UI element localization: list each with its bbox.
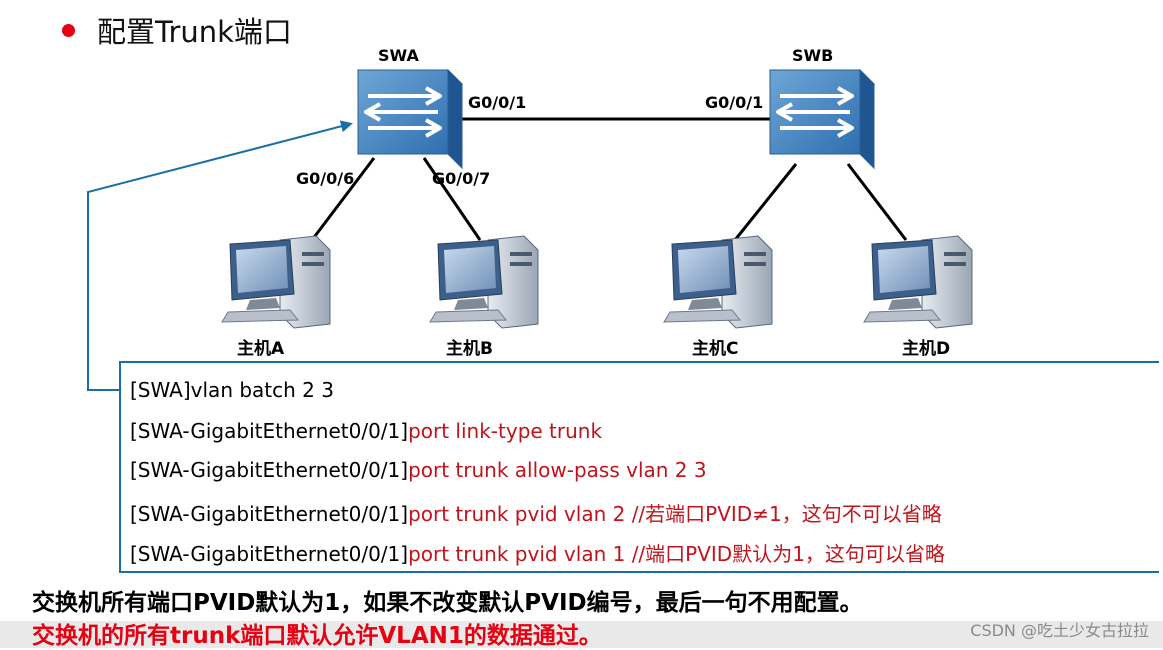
switch-swb-icon [768,68,876,170]
host-c-computer-icon [663,235,773,329]
bullet-dot-icon [62,23,75,37]
switch-swa-icon [356,68,464,170]
host-a-computer-icon [221,235,331,329]
link-swa-hosta [310,157,376,241]
slide-title: 配置Trunk端口 [97,15,292,49]
command-prefix: [SWA]vlan batch 2 3 [130,378,334,402]
command-text: port trunk pvid vlan 2 //若端口PVID≠1，这句不可以… [408,502,942,526]
slide-title-row: 配置Trunk端口 [62,10,292,50]
command-line: [SWA-GigabitEthernet0/0/1]port trunk all… [130,458,707,482]
note-trunk-vlan1: 交换机的所有trunk端口默认允许VLAN1的数据通过。 [32,623,602,649]
command-prefix: [SWA-GigabitEthernet0/0/1] [130,458,409,482]
pointer-arrow [87,120,353,391]
bottom-bar [0,621,1163,648]
command-text: port trunk pvid vlan 1 //端口PVID默认为1，这句可以… [408,542,945,566]
switch-label-swb: SWB [792,46,834,65]
host-b-computer-icon [429,235,539,329]
host-label-b: 主机B [446,339,493,359]
command-text: port link-type trunk [408,419,603,443]
command-prefix: [SWA-GigabitEthernet0/0/1] [130,419,409,443]
port-label-swa-g006: G0/0/6 [296,169,355,188]
port-label-swa-g001: G0/0/1 [468,93,527,112]
link-swb-hostd [846,163,908,241]
command-line: [SWA-GigabitEthernet0/0/1]port trunk pvi… [130,538,945,567]
link-swa-hostb [422,157,482,241]
command-prefix: [SWA-GigabitEthernet0/0/1] [130,542,409,566]
command-prefix: [SWA-GigabitEthernet0/0/1] [130,502,409,526]
port-label-swb-g001: G0/0/1 [705,93,764,112]
command-text: port trunk allow-pass vlan 2 3 [408,458,707,482]
command-line: [SWA]vlan batch 2 3 [130,378,334,402]
host-label-d: 主机D [902,339,951,359]
command-line: [SWA-GigabitEthernet0/0/1]port trunk pvi… [130,498,942,527]
switch-label-swa: SWA [378,46,419,65]
host-d-computer-icon [863,235,973,329]
watermark: CSDN @吃土少女古拉拉 [970,621,1149,640]
port-label-swa-g007: G0/0/7 [432,169,491,188]
command-line: [SWA-GigabitEthernet0/0/1]port link-type… [130,419,602,443]
link-swb-hostc [733,163,798,241]
note-pvid-default: 交换机所有端口PVID默认为1，如果不改变默认PVID编号，最后一句不用配置。 [32,590,863,616]
host-label-c: 主机C [692,339,739,359]
host-label-a: 主机A [237,339,285,359]
command-box: [SWA]vlan batch 2 3 [SWA-GigabitEthernet… [119,361,1159,573]
